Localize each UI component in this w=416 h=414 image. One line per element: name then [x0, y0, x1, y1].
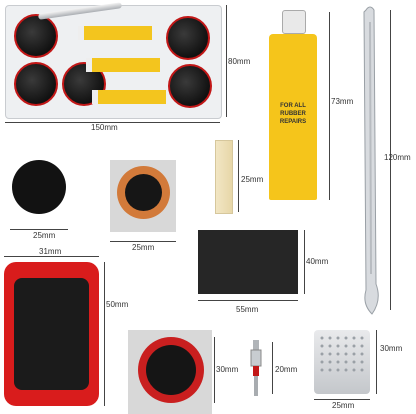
case-height-label: 80mm — [228, 57, 251, 66]
glue-tube-cap — [282, 10, 306, 34]
case-width-label: 150mm — [91, 123, 118, 132]
case-patch-5 — [168, 64, 212, 108]
tube-height-label: 73mm — [331, 97, 354, 106]
scraper-width-line — [314, 399, 370, 400]
orange-patch-center — [125, 174, 162, 211]
sandpaper-width-label: 55mm — [236, 305, 259, 314]
black-round-patch — [12, 160, 66, 214]
scraper-width-label: 25mm — [332, 401, 355, 410]
case-lever — [37, 2, 123, 20]
stick-height-line — [238, 140, 239, 212]
case-glue-tube-1 — [78, 26, 152, 40]
lever-height-line — [390, 10, 391, 310]
rect-patch-height-line — [104, 262, 105, 406]
case-glue-tube-3 — [92, 90, 166, 104]
metal-scraper — [314, 330, 370, 394]
rect-patch-width-label: 31mm — [39, 247, 62, 256]
rectangular-patch-center — [14, 278, 89, 390]
orange-patch-label: 25mm — [132, 243, 155, 252]
rect-patch-width-line — [4, 256, 99, 257]
case-width-line — [5, 122, 220, 123]
sandpaper — [198, 230, 298, 294]
scraper-height-line — [376, 330, 377, 394]
glue-tube-body — [269, 34, 317, 200]
case-patch-2 — [14, 62, 58, 106]
black-patch-line — [10, 229, 68, 230]
valve-height-label: 20mm — [275, 365, 298, 374]
black-patch-label: 25mm — [33, 231, 56, 240]
valve-height-line — [272, 342, 273, 394]
case-patch-1 — [14, 14, 58, 58]
tube-height-line — [329, 12, 330, 200]
scraper-height-label: 30mm — [380, 344, 403, 353]
red-patch-label: 30mm — [216, 365, 239, 374]
chalk-stick — [215, 140, 233, 214]
sandpaper-height-label: 40mm — [306, 257, 329, 266]
rect-patch-height-label: 50mm — [106, 300, 129, 309]
lever-height-label: 120mm — [384, 153, 411, 162]
orange-patch-line — [110, 241, 176, 242]
stick-height-label: 25mm — [241, 175, 264, 184]
sandpaper-height-line — [304, 230, 305, 294]
red-patch-line — [214, 337, 215, 403]
glue-tube: FOR ALL RUBBER REPAIRS — [262, 10, 324, 200]
tire-lever — [356, 4, 386, 316]
glue-tube-label: FOR ALL RUBBER REPAIRS — [279, 103, 307, 125]
valve-core — [248, 340, 264, 400]
case-glue-tube-2 — [86, 58, 160, 72]
case-height-line — [226, 5, 227, 117]
case-patch-4 — [166, 16, 210, 60]
sandpaper-width-line — [198, 300, 298, 301]
red-patch-center — [146, 345, 196, 395]
repair-kit-case — [5, 2, 222, 119]
